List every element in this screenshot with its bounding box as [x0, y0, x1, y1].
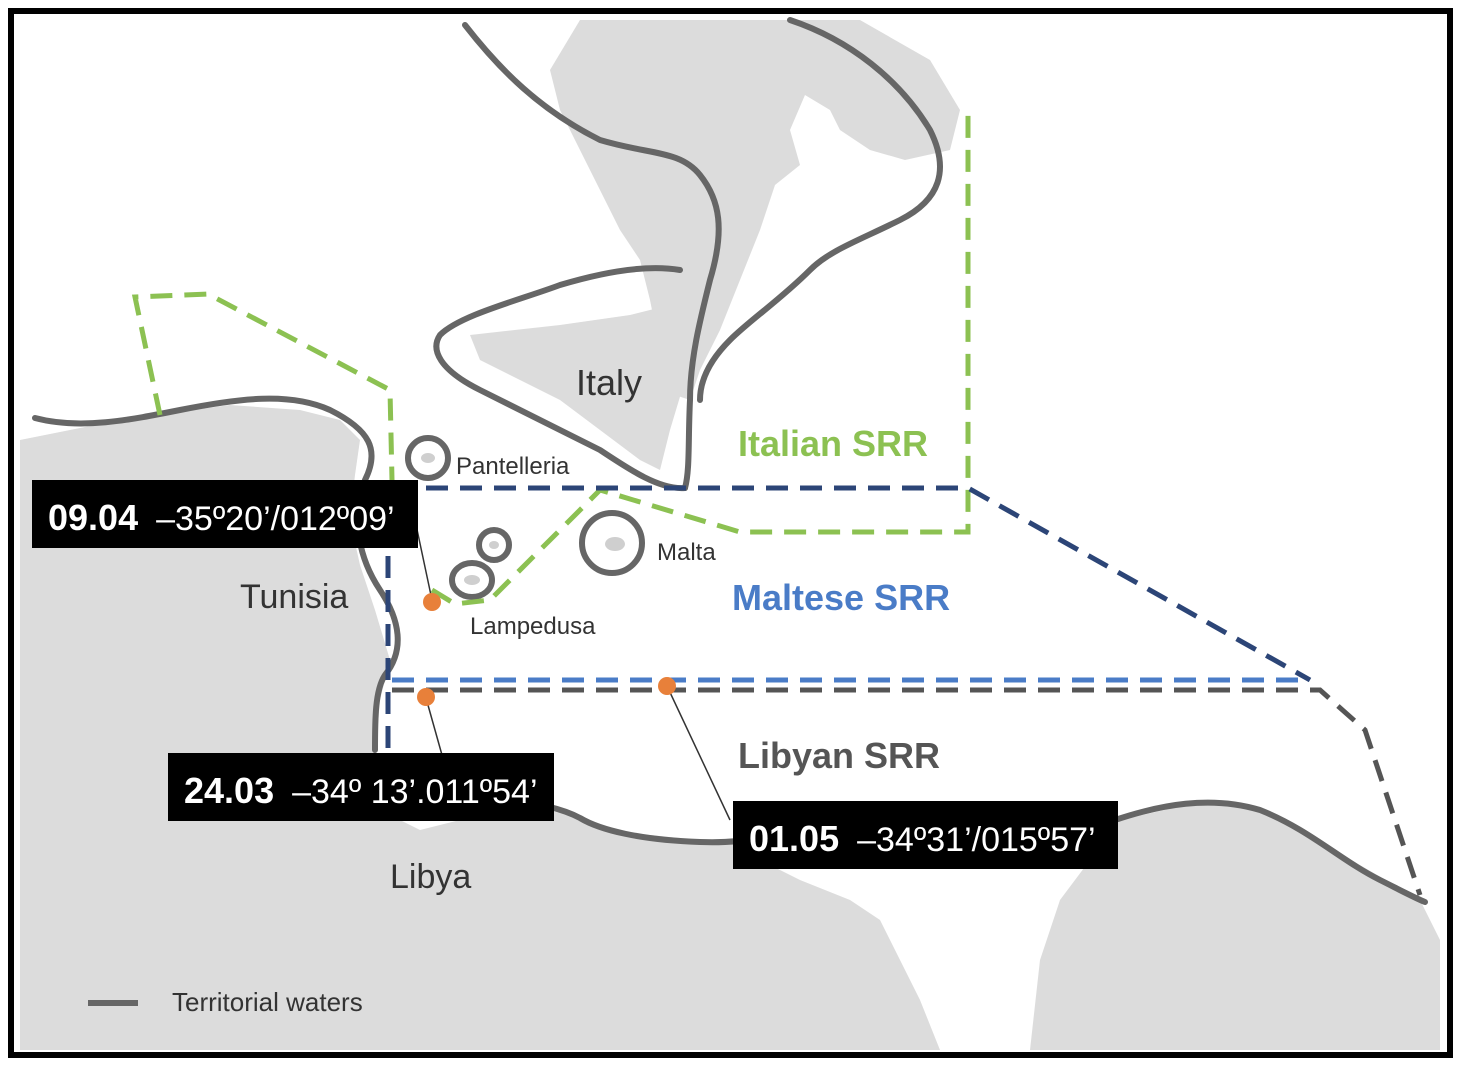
territorial-libya-east — [1112, 799, 1428, 905]
land-lampedusa — [464, 575, 480, 585]
incident-box-0105: 01.05 –34º31’/015º57’ — [733, 801, 1118, 869]
leader-0105 — [666, 685, 731, 821]
land-masses — [20, 20, 1440, 1050]
land-pantelleria — [421, 453, 435, 463]
land-libya-east — [1030, 802, 1440, 1050]
leader-2403 — [425, 697, 443, 756]
land-malta — [605, 537, 625, 551]
territorial-tunisia — [32, 395, 401, 753]
territorial-sicily-loop — [433, 265, 688, 492]
label-libyan-srr: Libyan SRR — [738, 735, 940, 776]
incident-date-2403: 24.03 — [184, 770, 274, 811]
territorial-malta — [579, 510, 645, 576]
label-lampedusa: Lampedusa — [470, 613, 596, 640]
island-land — [421, 453, 625, 585]
svg-text:24.03 –34º 13’.011º54’: 24.03 –34º 13’.011º54’ — [184, 770, 538, 811]
land-italy-mainland — [550, 20, 960, 400]
legend: Territorial waters — [88, 987, 363, 1017]
incident-dot-2403 — [417, 688, 435, 706]
territorial-italy-west — [462, 22, 722, 491]
incident-date-0904: 09.04 — [48, 497, 138, 538]
incident-dot-0904 — [423, 593, 441, 611]
land-sicily — [470, 300, 700, 470]
label-tunisia: Tunisia — [240, 578, 348, 616]
italian-srr-line-west — [131, 291, 395, 481]
incident-dots — [417, 593, 676, 706]
svg-text:01.05 –34º31’/015º57’: 01.05 –34º31’/015º57’ — [749, 818, 1096, 859]
incident-coords-0105: –34º31’/015º57’ — [857, 821, 1095, 859]
svg-text:09.04 –35º20’/012º09’: 09.04 –35º20’/012º09’ — [48, 497, 395, 538]
legend-territorial-label: Territorial waters — [172, 987, 363, 1017]
territorial-linosa — [476, 527, 512, 563]
libyan-srr-boundary — [392, 687, 1423, 896]
label-libya: Libya — [390, 858, 471, 896]
label-pantelleria: Pantelleria — [456, 453, 570, 480]
territorial-lampedusa — [449, 560, 495, 600]
label-malta: Malta — [657, 539, 716, 566]
incident-box-0904: 09.04 –35º20’/012º09’ — [32, 480, 418, 548]
label-italy: Italy — [576, 362, 642, 403]
incident-date-0105: 01.05 — [749, 818, 839, 859]
land-linosa — [489, 541, 499, 549]
incident-box-2403: 24.03 –34º 13’.011º54’ — [168, 753, 554, 821]
territorial-pantelleria — [405, 435, 451, 481]
label-italian-srr: Italian SRR — [738, 423, 928, 464]
incident-coords-0904: –35º20’/012º09’ — [156, 500, 394, 538]
label-maltese-srr: Maltese SRR — [732, 577, 950, 618]
maltese-srr-line-top — [392, 485, 1312, 683]
incident-coords-2403: –34º 13’.011º54’ — [292, 773, 537, 811]
land-tunisia — [20, 405, 940, 1050]
territorial-italy-east — [697, 17, 943, 403]
libyan-srr-line — [392, 687, 1423, 896]
incident-dot-0105 — [658, 677, 676, 695]
